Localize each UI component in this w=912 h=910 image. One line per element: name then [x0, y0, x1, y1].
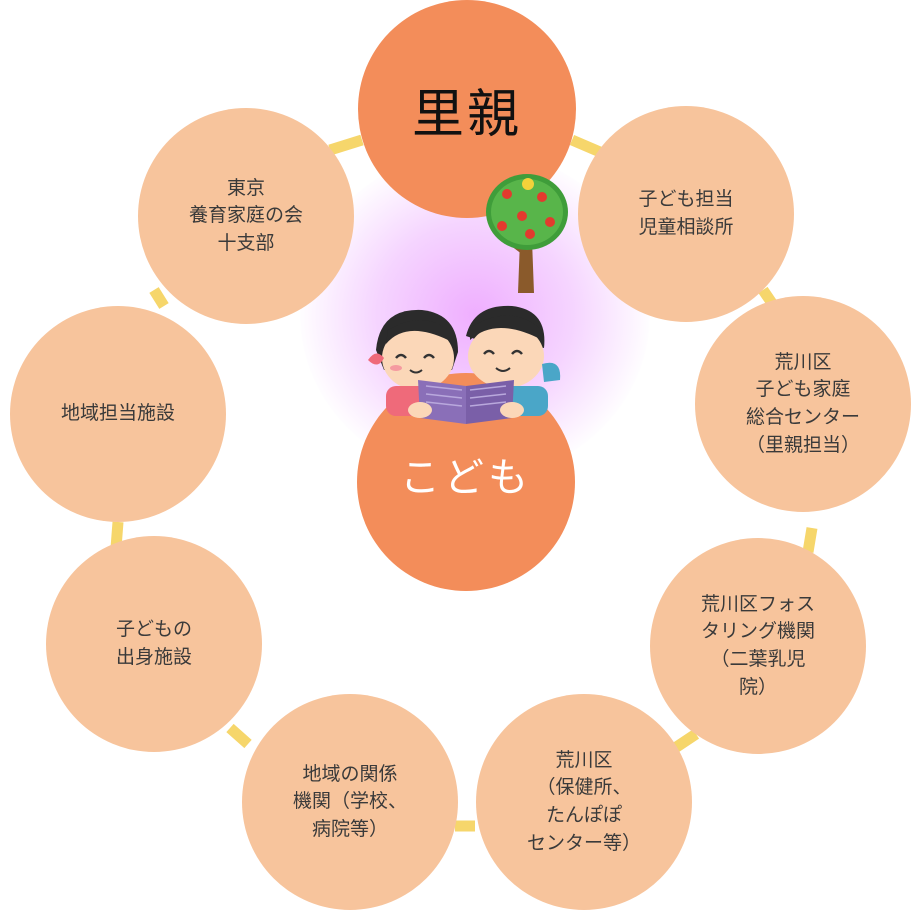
node-label: 子どもの 出身施設 [115, 618, 192, 668]
child-label: こども [400, 455, 532, 501]
node-label: 子ども担当 児童相談所 [638, 188, 734, 238]
apple-tree-icon [486, 174, 568, 293]
node-label: 荒川区 子ども家庭 総合センター （里親担当） [745, 350, 860, 456]
node-arakawa-family-support-center: 荒川区 子ども家庭 総合センター （里親担当） [695, 296, 911, 512]
foster-parent-label: 里親 [411, 84, 522, 145]
connector-satooya-jido [569, 134, 603, 158]
node-local-facility: 地域担当施設 [10, 306, 226, 522]
node-label: 荒川区フォス タリング機関 （二葉乳児 院） [700, 592, 815, 698]
connector-katei-fostering [802, 527, 818, 553]
node-local-related-organizations: 地域の関係 機関（学校、 病院等） [242, 694, 458, 910]
node-arakawa-health-center: 荒川区 （保健所、 たんぽぽ センター等） [476, 694, 692, 910]
node-arakawa-fostering-agency: 荒川区フォス タリング機関 （二葉乳児 院） [650, 538, 866, 754]
node-label: 荒川区 （保健所、 たんぽぽ センター等） [526, 748, 641, 854]
node-child-guidance-center: 子ども担当 児童相談所 [578, 106, 794, 322]
node-label: 地域の関係 機関（学校、 病院等） [292, 762, 407, 840]
node-tokyo-foster-family-association: 東京 養育家庭の会 十支部 [138, 108, 354, 324]
node-label: 地域担当施設 [60, 402, 175, 425]
connector-kankei-shusshin [226, 723, 252, 749]
node-child-origin-facility: 子どもの 出身施設 [46, 536, 262, 752]
connector-satooya-tokyo [328, 134, 364, 156]
children-reading-book-icon [368, 305, 561, 424]
node-label: 東京 養育家庭の会 十支部 [188, 176, 303, 254]
connector-chiiki-tokyo [149, 287, 169, 309]
